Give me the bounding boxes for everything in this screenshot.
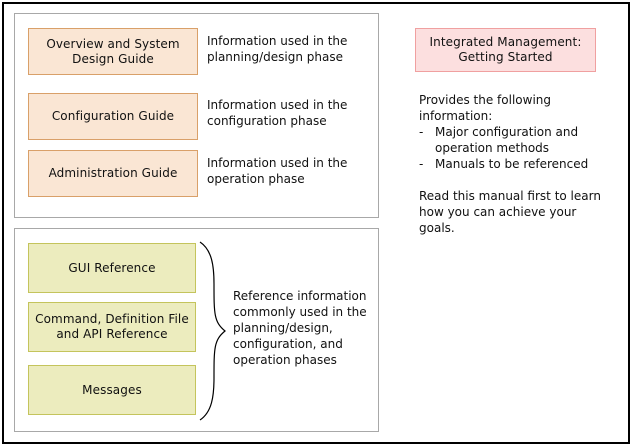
list-item-label: Major configuration and operation method… (435, 125, 579, 155)
right-column-closing: Read this manual first to learn how you … (419, 189, 601, 235)
curly-brace-icon (198, 240, 228, 422)
right-column-bullet-list: - Major configuration and operation meth… (419, 124, 614, 172)
description-reference-information: Reference information commonly used in t… (233, 289, 367, 367)
bullet-marker: - (419, 157, 424, 171)
right-column-intro: Provides the following information: (419, 93, 551, 123)
right-column-body: Provides the following information: - Ma… (419, 92, 614, 236)
list-item-label: Manuals to be referenced (435, 157, 589, 171)
list-item: - Manuals to be referenced (419, 156, 614, 172)
doc-box-gui-reference[interactable]: GUI Reference (28, 243, 196, 293)
description-overview-and-system-design-guide: Information used in the planning/design … (207, 34, 348, 64)
doc-box-configuration-guide[interactable]: Configuration Guide (28, 93, 198, 140)
description-configuration-guide: Information used in the configuration ph… (207, 98, 348, 128)
doc-box-administration-guide[interactable]: Administration Guide (28, 150, 198, 197)
doc-box-command-definition-file-and-api-reference[interactable]: Command, Definition File and API Referen… (28, 302, 196, 352)
bullet-marker: - (419, 125, 424, 139)
doc-box-overview-and-system-design-guide[interactable]: Overview and System Design Guide (28, 28, 198, 75)
outer-frame (2, 2, 630, 444)
integrated-box-line-2: Getting Started (458, 50, 553, 64)
doc-box-messages[interactable]: Messages (28, 365, 196, 415)
list-item: - Major configuration and operation meth… (419, 124, 614, 156)
paragraph-spacer (419, 172, 614, 188)
description-administration-guide: Information used in the operation phase (207, 156, 348, 186)
integrated-box-line-1: Integrated Management: (429, 35, 582, 49)
doc-box-integrated-management-getting-started[interactable]: Integrated Management: Getting Started (415, 28, 596, 72)
